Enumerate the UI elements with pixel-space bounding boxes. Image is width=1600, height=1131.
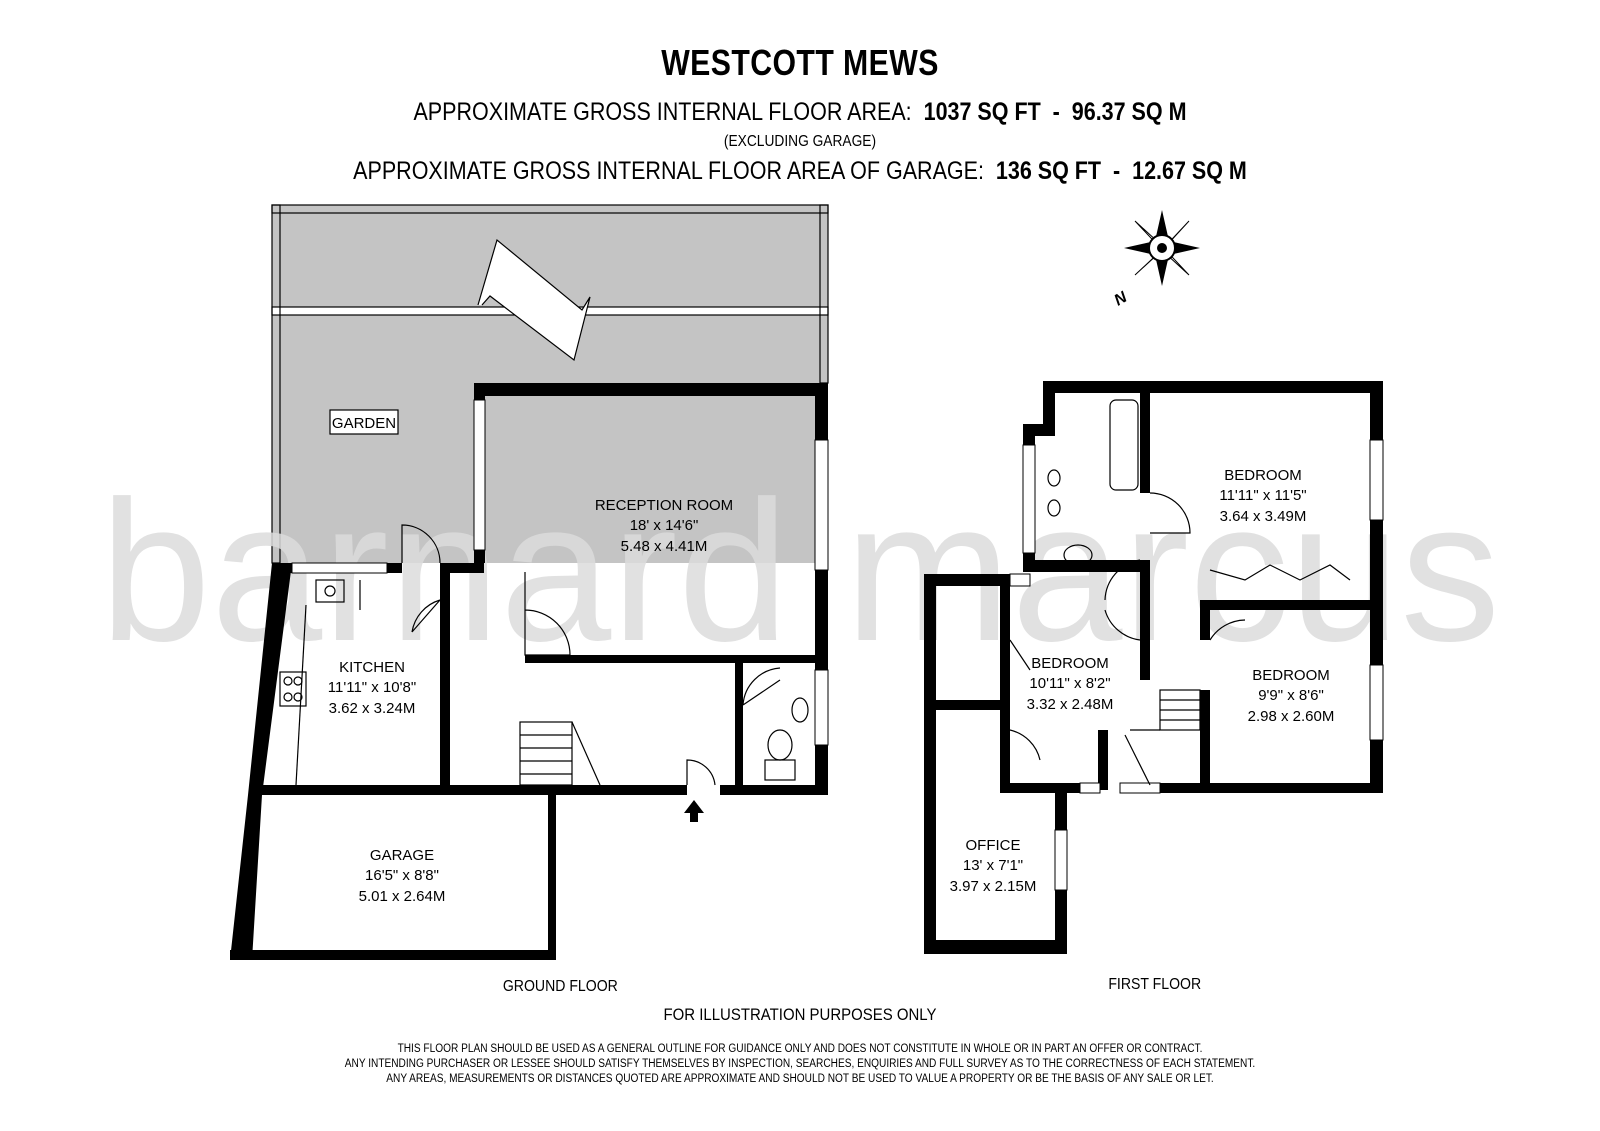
garage-area-line: APPROXIMATE GROSS INTERNAL FLOOR AREA OF… [112,157,1488,186]
reception-room-imperial: 18' x 14'6" [630,517,699,534]
first-floor-doors [1009,399,1351,786]
garage-area-value: 136 SQ FT - 12.67 SQ M [995,157,1247,185]
garden-area [271,204,829,564]
ground-floor-windows [291,399,829,746]
entrance-arrow-icon [684,800,704,822]
garage-metric: 5.01 x 2.64M [359,888,446,905]
garage-imperial: 16'5" x 8'8" [365,867,439,884]
garage-name: GARAGE [370,847,434,864]
bedroom-1-name: BEDROOM [1224,467,1302,484]
office-imperial: 13' x 7'1" [963,857,1023,874]
bedroom-1-metric: 3.64 x 3.49M [1220,508,1307,525]
kitchen-name: KITCHEN [339,659,405,676]
ground-floor-label: GROUND FLOOR [502,978,618,995]
bedroom-1-imperial: 11'11" x 11'5" [1219,487,1306,504]
gross-area-value: 1037 SQ FT - 96.37 SQ M [923,98,1187,126]
disclaimer-line-3: ANY AREAS, MEASUREMENTS OR DISTANCES QUO… [386,1073,1214,1085]
disclaimer-line-2: ANY INTENDING PURCHASER OR LESSEE SHOULD… [344,1058,1256,1070]
first-floor-windows [1009,439,1384,891]
gross-area-line: APPROXIMATE GROSS INTERNAL FLOOR AREA: 1… [112,98,1488,127]
excluding-garage-note: (EXCLUDING GARAGE) [723,133,877,150]
bedroom-3-metric: 2.98 x 2.60M [1248,708,1335,725]
office-name: OFFICE [966,837,1021,854]
ground-floor-doors [279,524,809,786]
kitchen-imperial: 11'11" x 10'8" [328,679,416,696]
bedroom-3-imperial: 9'9" x 8'6" [1258,687,1324,704]
disclaimer-line-1: THIS FLOOR PLAN SHOULD BE USED AS A GENE… [397,1043,1203,1055]
reception-room-name: RECEPTION ROOM [595,497,733,514]
bedroom-3-name: BEDROOM [1252,667,1330,684]
property-title: WESTCOTT MEWS [661,42,939,83]
gross-area-label: APPROXIMATE GROSS INTERNAL FLOOR AREA: [413,98,912,126]
illustration-notice: FOR ILLUSTRATION PURPOSES ONLY [663,1005,937,1024]
kitchen-metric: 3.62 x 3.24M [329,700,416,717]
compass-north-label: N [1112,289,1131,310]
first-floor-label: FIRST FLOOR [1108,976,1202,993]
garage-area-label: APPROXIMATE GROSS INTERNAL FLOOR AREA OF… [353,157,984,185]
bedroom-2-name: BEDROOM [1031,655,1109,672]
compass-rose-icon [1124,210,1200,286]
office-metric: 3.97 x 2.15M [950,878,1037,895]
bedroom-2-metric: 3.32 x 2.48M [1027,696,1114,713]
garden-label: GARDEN [332,415,396,432]
reception-room-metric: 5.48 x 4.41M [621,538,708,555]
bedroom-2-imperial: 10'11" x 8'2" [1029,675,1110,692]
